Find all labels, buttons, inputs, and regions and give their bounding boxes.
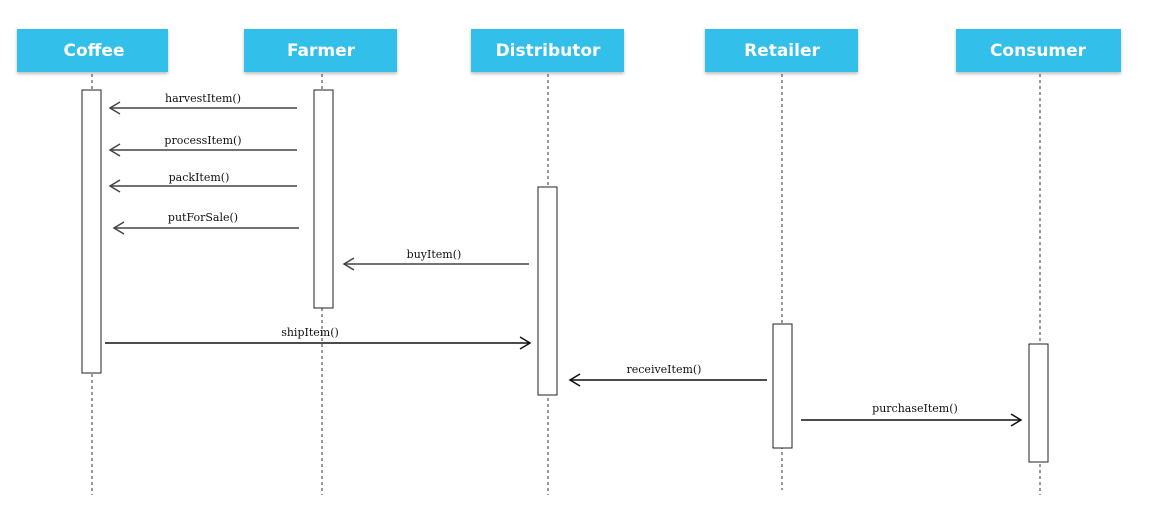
actor-label-distributor: Distributor — [496, 41, 601, 61]
message-ship-item: shipItem() — [105, 326, 532, 350]
message-put-for-sale: putForSale() — [112, 211, 299, 235]
actor-label-farmer: Farmer — [287, 41, 356, 61]
message-label: purchaseItem() — [872, 402, 958, 415]
activation-distributor — [537, 186, 558, 396]
message-label: receiveItem() — [627, 363, 702, 376]
actor-coffee: Coffee — [17, 29, 168, 72]
activation-consumer — [1028, 343, 1049, 463]
actor-retailer: Retailer — [705, 29, 858, 72]
actor-label-coffee: Coffee — [64, 41, 125, 61]
message-label: processItem() — [164, 134, 241, 147]
message-receive-item: receiveItem() — [568, 363, 767, 387]
actor-consumer: Consumer — [956, 29, 1121, 72]
actor-farmer: Farmer — [244, 29, 397, 72]
message-label: harvestItem() — [165, 92, 241, 105]
message-buy-item: buyItem() — [342, 248, 529, 271]
message-label: putForSale() — [168, 211, 238, 224]
message-purchase-item: purchaseItem() — [801, 402, 1023, 427]
message-process-item: processItem() — [108, 134, 297, 157]
actor-label-retailer: Retailer — [744, 41, 820, 61]
message-label: packItem() — [169, 171, 230, 184]
activation-retailer — [772, 323, 793, 449]
message-label: shipItem() — [281, 326, 339, 339]
activation-coffee — [81, 89, 102, 374]
message-harvest-item: harvestItem() — [108, 92, 297, 115]
actor-label-consumer: Consumer — [990, 41, 1087, 61]
actor-distributor: Distributor — [471, 29, 624, 72]
activation-farmer — [313, 89, 334, 309]
message-label: buyItem() — [407, 248, 462, 261]
message-pack-item: packItem() — [108, 171, 297, 193]
